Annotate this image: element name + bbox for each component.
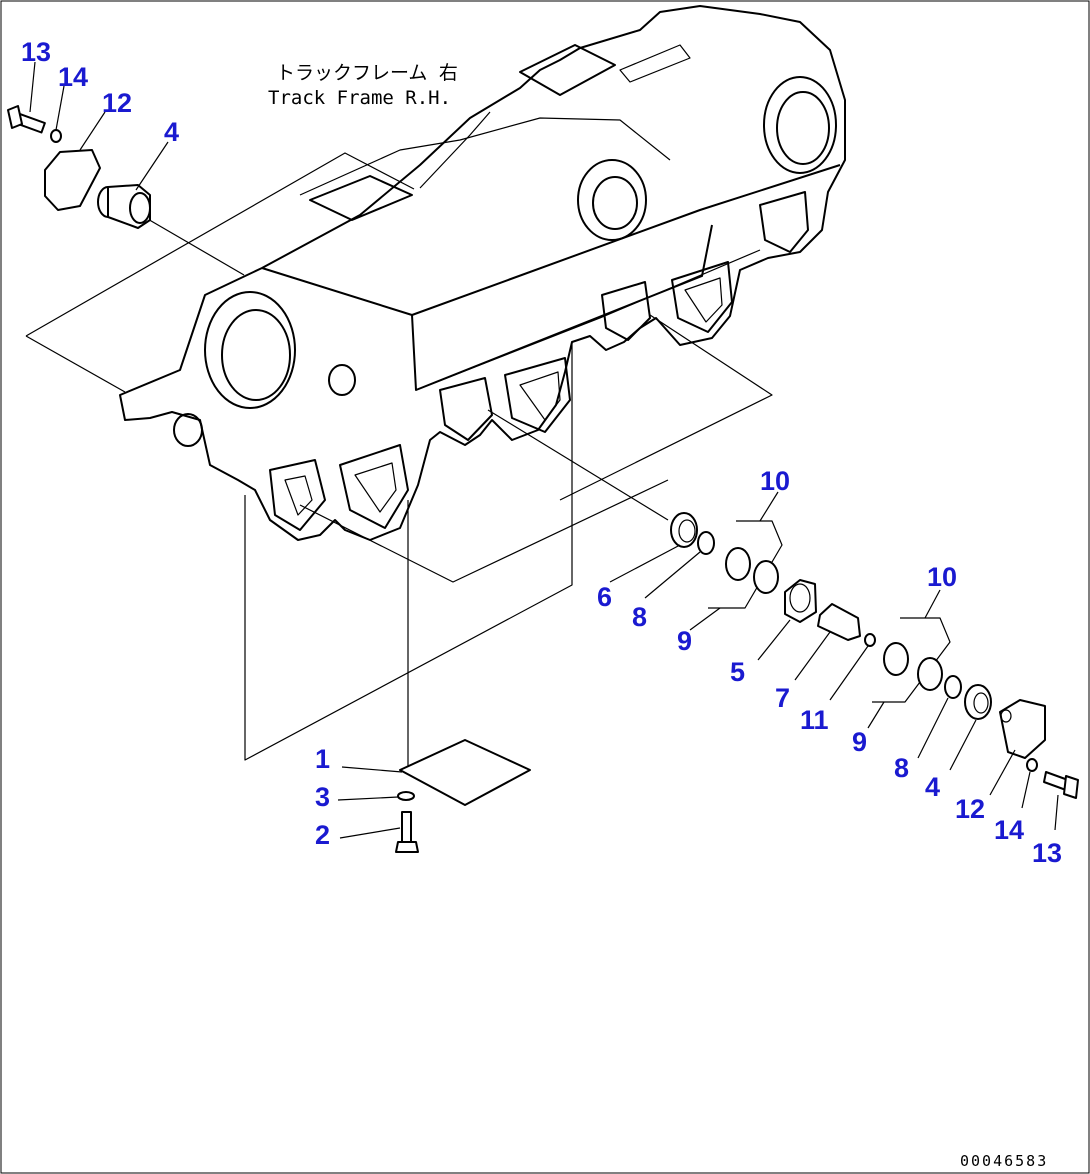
pin-7-icon bbox=[817, 603, 861, 641]
callout-1: 1 bbox=[315, 744, 330, 774]
top-plate bbox=[309, 175, 413, 221]
frame-rail bbox=[415, 249, 761, 391]
callout-3: 3 bbox=[315, 782, 330, 812]
mid-hub-inner bbox=[592, 176, 638, 230]
bushing-4-bore bbox=[973, 692, 989, 714]
roller-boss bbox=[759, 191, 809, 253]
roller-boss-recess bbox=[354, 462, 397, 513]
sleeve-5-face bbox=[789, 583, 811, 613]
frame-side-edge bbox=[411, 224, 713, 391]
cover-plate-1-icon bbox=[399, 739, 531, 806]
callout-11: 11 bbox=[800, 705, 829, 735]
callout-13-b: 13 bbox=[1032, 838, 1062, 868]
callout-labels: 13 14 12 4 10 6 8 9 5 7 11 10 9 8 4 12 1… bbox=[21, 37, 1062, 868]
callout-8-b: 8 bbox=[894, 753, 909, 783]
seal-6-bore bbox=[678, 519, 696, 543]
bracket bbox=[619, 44, 691, 83]
leader-line bbox=[145, 217, 245, 276]
callout-2: 2 bbox=[315, 820, 330, 850]
frame-cover-edge bbox=[419, 111, 491, 189]
plug-11-icon bbox=[864, 633, 876, 647]
callout-12-upper: 12 bbox=[102, 88, 132, 118]
bushing-4-icon bbox=[964, 684, 992, 720]
reference-line bbox=[559, 314, 773, 501]
roller-boss bbox=[439, 377, 493, 441]
callout-13-upper: 13 bbox=[21, 37, 51, 67]
ring-9-icon bbox=[725, 547, 751, 581]
roller-boss bbox=[269, 459, 326, 531]
callout-4-upper: 4 bbox=[164, 117, 179, 147]
front-bore bbox=[204, 291, 296, 409]
rear-bore bbox=[763, 76, 837, 174]
leader-line bbox=[487, 409, 669, 521]
bolt-13-head-icon bbox=[1063, 775, 1079, 799]
roller-boss bbox=[504, 357, 571, 433]
upper-left-parts bbox=[7, 105, 151, 229]
front-bore-inner bbox=[221, 309, 291, 401]
roller-boss bbox=[339, 444, 409, 529]
group-bracket bbox=[872, 617, 951, 703]
roller-boss-recess bbox=[284, 475, 313, 516]
cover-12-icon bbox=[999, 699, 1046, 759]
cover-12-hole bbox=[1000, 709, 1012, 723]
callout-12-b: 12 bbox=[955, 794, 985, 824]
reference-line bbox=[299, 479, 669, 583]
callout-5: 5 bbox=[730, 657, 745, 687]
mid-hub bbox=[577, 159, 647, 241]
bushing-4-face-icon bbox=[129, 192, 151, 224]
lug-hole bbox=[173, 413, 203, 447]
reference-line bbox=[25, 152, 415, 337]
roller-boss bbox=[601, 281, 651, 341]
washer-14-icon bbox=[50, 129, 62, 143]
title-english: Track Frame R.H. bbox=[268, 87, 451, 109]
track-frame-outline bbox=[119, 5, 846, 541]
bolt-2-head-icon bbox=[395, 841, 419, 853]
track-frame-drawing bbox=[25, 5, 846, 770]
callout-7: 7 bbox=[775, 683, 790, 713]
roller-boss bbox=[671, 261, 733, 333]
cover-parts bbox=[395, 739, 531, 853]
callout-leaders bbox=[29, 61, 1059, 839]
frame-cover bbox=[299, 117, 671, 196]
bolt-2-icon bbox=[401, 811, 412, 843]
ring-8-icon bbox=[944, 675, 962, 699]
document-number: 00046583 bbox=[960, 1152, 1048, 1170]
callout-9-b: 9 bbox=[852, 727, 867, 757]
callout-14-upper: 14 bbox=[58, 62, 88, 92]
reference-line bbox=[25, 335, 126, 393]
callout-4-b: 4 bbox=[925, 772, 940, 802]
callout-10-a: 10 bbox=[760, 466, 790, 496]
frame-top-edge bbox=[261, 164, 841, 316]
washer-3-icon bbox=[397, 791, 415, 801]
callout-9-a: 9 bbox=[677, 626, 692, 656]
roller-assembly-parts bbox=[670, 512, 1079, 799]
callout-8-a: 8 bbox=[632, 602, 647, 632]
callout-10-b: 10 bbox=[927, 562, 957, 592]
callout-14-b: 14 bbox=[994, 815, 1024, 845]
title-japanese: トラックフレーム 右 bbox=[276, 62, 458, 84]
cover-12-icon bbox=[44, 149, 101, 211]
ring-9-icon bbox=[917, 657, 943, 691]
washer-14-icon bbox=[1026, 758, 1038, 772]
ring-8-icon bbox=[697, 531, 715, 555]
roller-boss-recess bbox=[519, 371, 561, 421]
top-plate bbox=[519, 44, 616, 96]
callout-6: 6 bbox=[597, 582, 612, 612]
lug-hole bbox=[328, 364, 356, 396]
ring-9-icon bbox=[883, 642, 909, 676]
ring-9-icon bbox=[753, 560, 779, 594]
bolt-13-head-icon bbox=[7, 105, 23, 129]
rear-bore-inner bbox=[776, 91, 830, 165]
roller-boss-recess bbox=[684, 277, 723, 323]
